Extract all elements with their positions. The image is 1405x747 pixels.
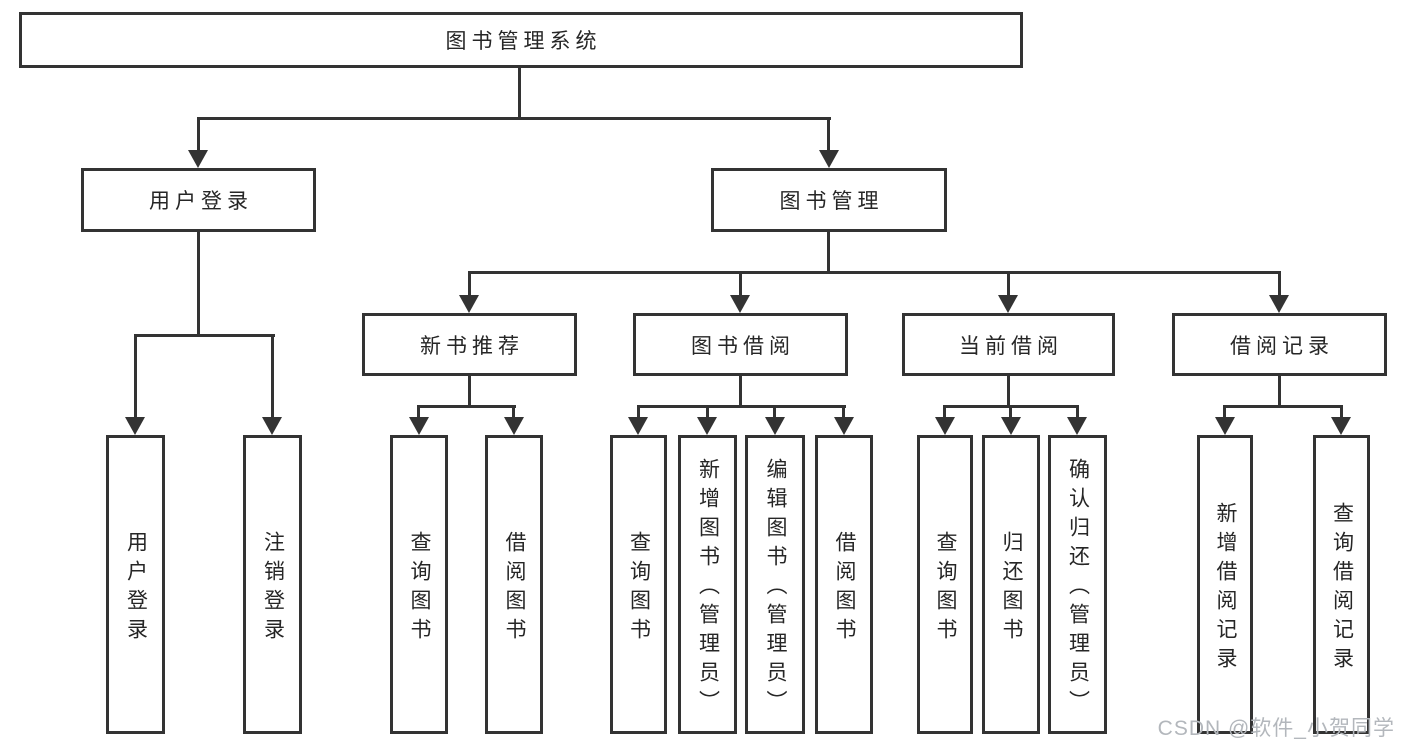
arrowhead-down-icon <box>819 150 839 168</box>
leaf-query-books-recommend: 查询图书 <box>390 435 448 734</box>
connector-line <box>827 232 830 274</box>
connector-line <box>943 405 946 419</box>
connector-line <box>468 376 471 408</box>
arrowhead-down-icon <box>765 417 785 435</box>
leaf-add-books-admin: 新增图书（管理员） <box>678 435 737 734</box>
arrowhead-down-icon <box>1215 417 1235 435</box>
node-book-borrowing: 图书借阅 <box>633 313 848 376</box>
node-root-library-system: 图书管理系统 <box>19 12 1023 68</box>
connector-line <box>1278 376 1281 408</box>
arrowhead-down-icon <box>730 295 750 313</box>
arrowhead-down-icon <box>1269 295 1289 313</box>
connector-line <box>1009 405 1012 419</box>
connector-line <box>842 405 845 419</box>
connector-line <box>197 117 200 152</box>
connector-line <box>827 117 830 152</box>
leaf-return-books: 归还图书 <box>982 435 1040 734</box>
connector-line <box>1278 271 1281 297</box>
connector-line <box>512 405 515 419</box>
node-current-borrowing: 当前借阅 <box>902 313 1115 376</box>
arrowhead-down-icon <box>697 417 717 435</box>
connector-line <box>271 334 274 419</box>
arrowhead-down-icon <box>1001 417 1021 435</box>
connector-line <box>197 117 831 120</box>
arrowhead-down-icon <box>125 417 145 435</box>
connector-line <box>1007 271 1010 297</box>
arrowhead-down-icon <box>504 417 524 435</box>
connector-line <box>773 405 776 419</box>
leaf-edit-books-admin: 编辑图书（管理员） <box>745 435 805 734</box>
arrowhead-down-icon <box>1067 417 1087 435</box>
connector-line <box>518 68 521 120</box>
connector-line <box>134 334 275 337</box>
leaf-query-books-borrowing: 查询图书 <box>610 435 667 734</box>
leaf-query-books-current: 查询图书 <box>917 435 973 734</box>
arrowhead-down-icon <box>1331 417 1351 435</box>
connector-line <box>739 271 742 297</box>
node-borrowing-records: 借阅记录 <box>1172 313 1387 376</box>
node-new-book-recommendation: 新书推荐 <box>362 313 577 376</box>
connector-line <box>468 271 471 297</box>
connector-line <box>739 376 742 408</box>
connector-line <box>706 405 709 419</box>
connector-line <box>637 405 640 419</box>
connector-line <box>468 271 1281 274</box>
connector-line <box>1223 405 1226 419</box>
leaf-logout: 注销登录 <box>243 435 302 734</box>
arrowhead-down-icon <box>628 417 648 435</box>
connector-line <box>1340 405 1343 419</box>
leaf-query-borrow-record: 查询借阅记录 <box>1313 435 1370 734</box>
leaf-add-borrow-record: 新增借阅记录 <box>1197 435 1253 734</box>
connector-line <box>1223 405 1343 408</box>
connector-line <box>417 405 420 419</box>
leaf-borrow-books-recommend: 借阅图书 <box>485 435 543 734</box>
arrowhead-down-icon <box>834 417 854 435</box>
leaf-confirm-return-admin: 确认归还（管理员） <box>1048 435 1107 734</box>
arrowhead-down-icon <box>188 150 208 168</box>
csdn-watermark: CSDN @软件_小贺同学 <box>1157 717 1395 740</box>
leaf-user-login: 用户登录 <box>106 435 165 734</box>
leaf-borrow-books-borrowing: 借阅图书 <box>815 435 873 734</box>
arrowhead-down-icon <box>935 417 955 435</box>
connector-line <box>197 232 200 336</box>
arrowhead-down-icon <box>262 417 282 435</box>
node-user-login: 用户登录 <box>81 168 316 232</box>
arrowhead-down-icon <box>409 417 429 435</box>
node-book-management: 图书管理 <box>711 168 947 232</box>
connector-line <box>637 405 846 408</box>
arrowhead-down-icon <box>998 295 1018 313</box>
connector-line <box>1076 405 1079 419</box>
connector-line <box>1007 376 1010 408</box>
arrowhead-down-icon <box>459 295 479 313</box>
connector-line <box>417 405 516 408</box>
connector-line <box>134 334 137 419</box>
